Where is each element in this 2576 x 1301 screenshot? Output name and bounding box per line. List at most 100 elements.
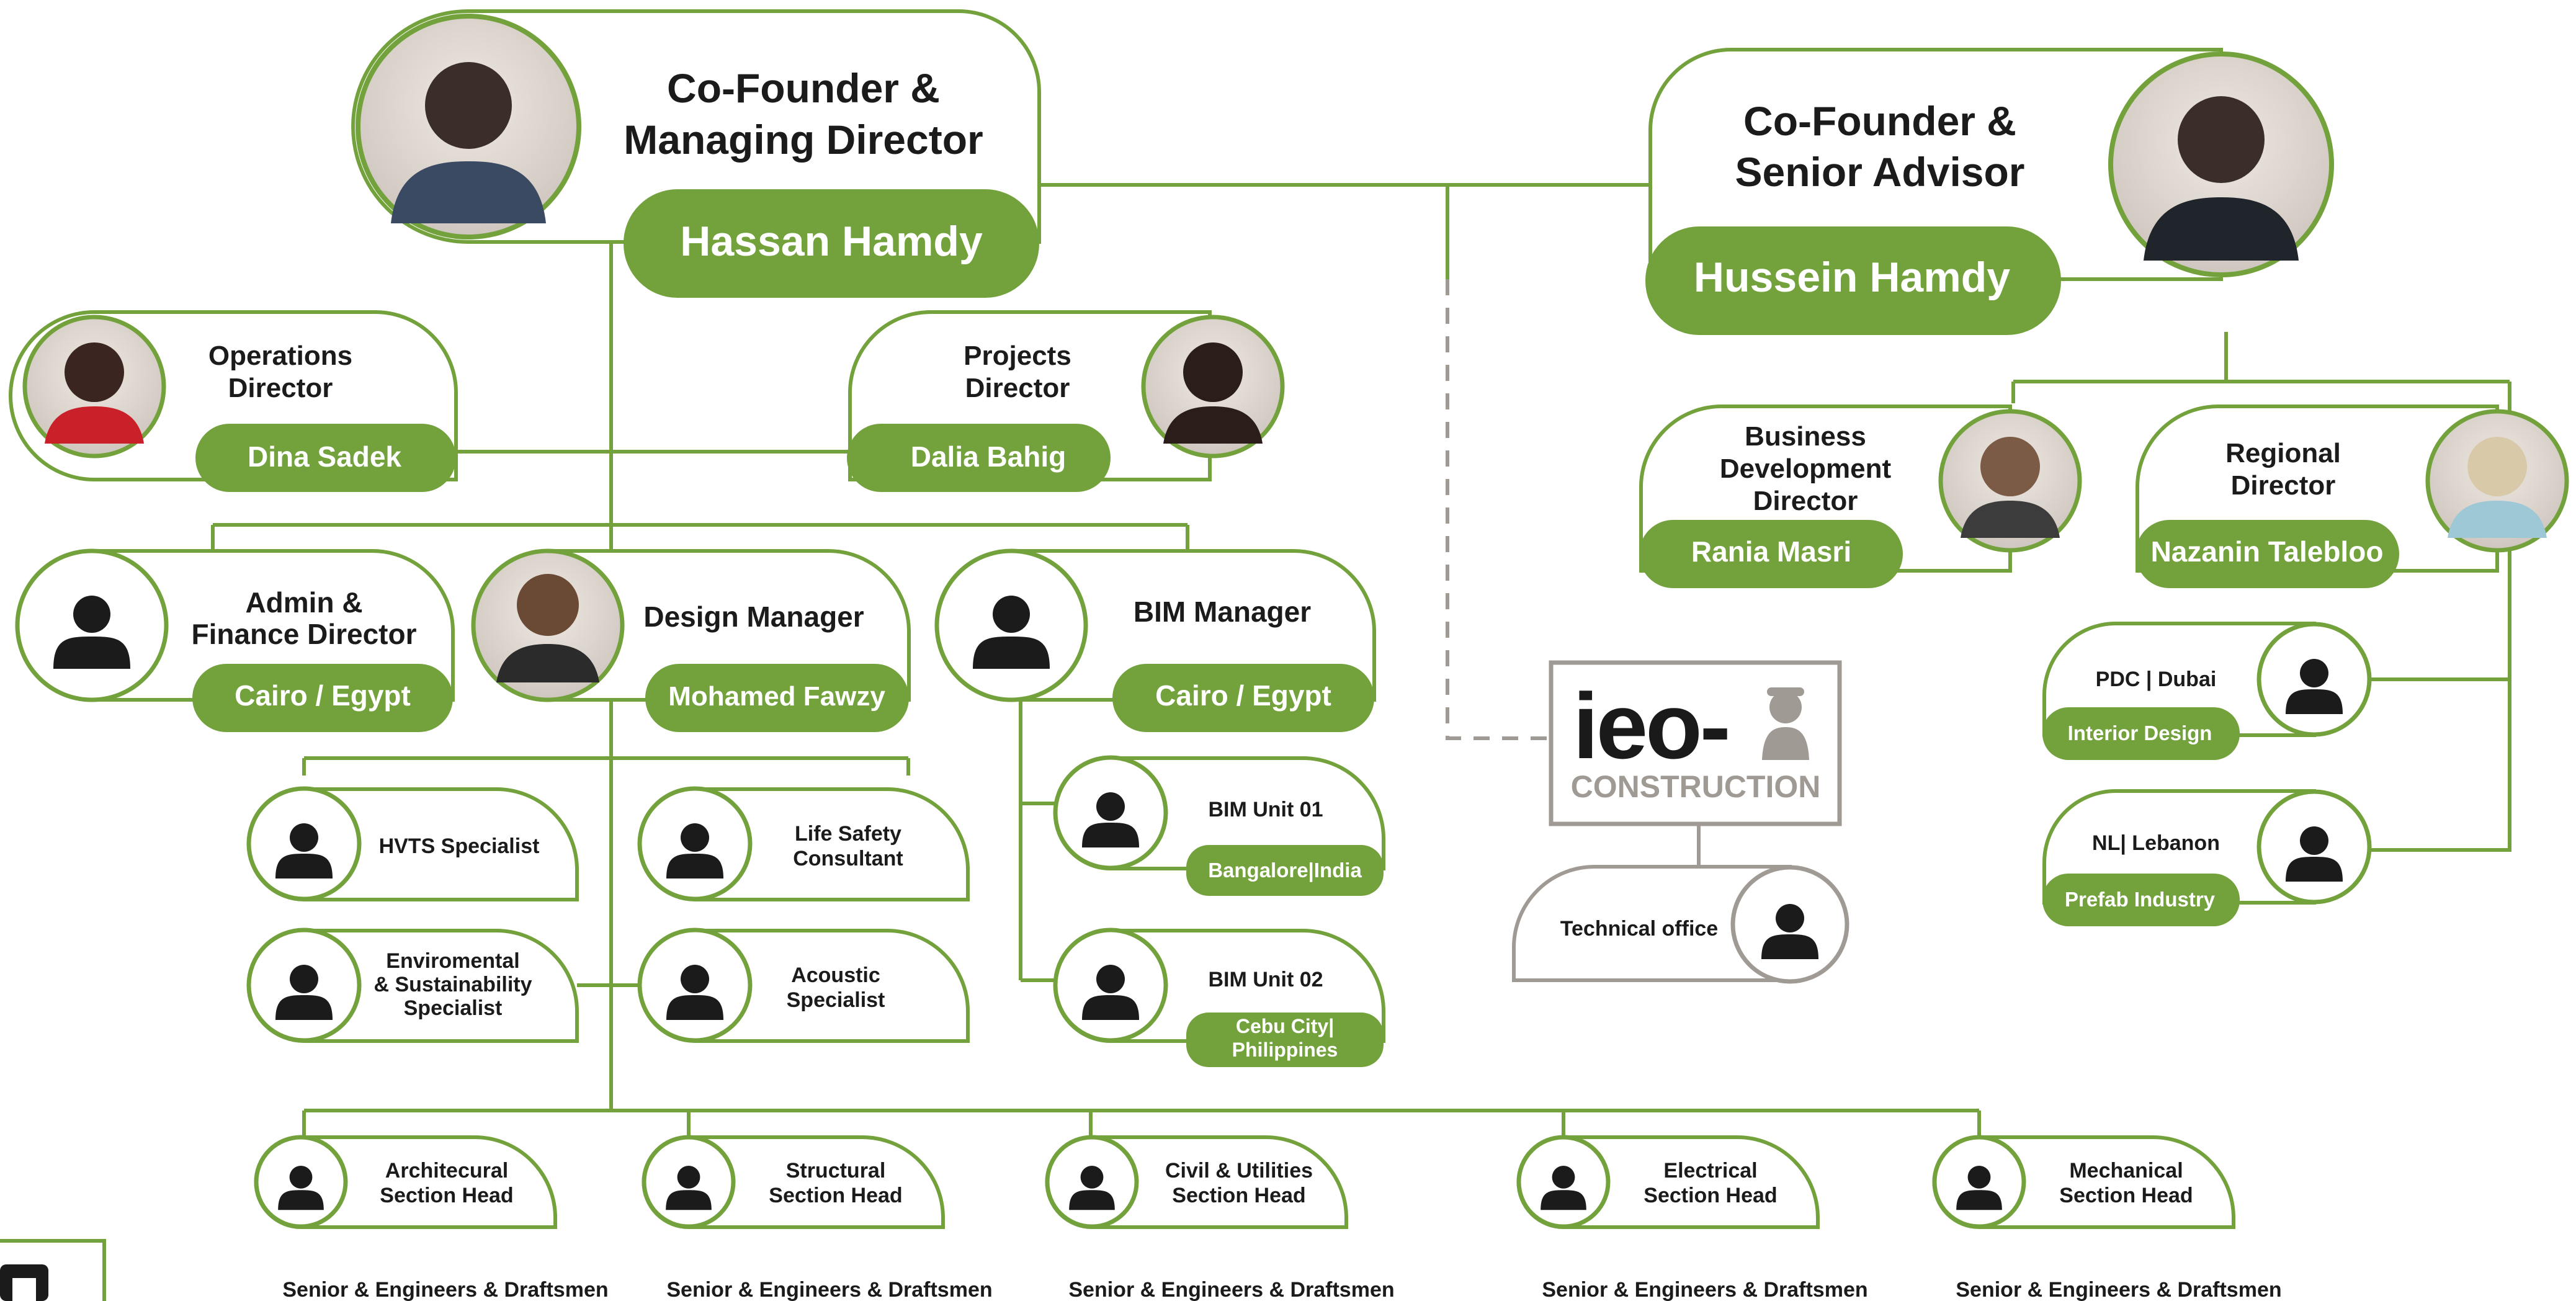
title-line1: Projects <box>964 341 1071 371</box>
name-pill <box>1639 520 1903 588</box>
staff-label: Senior & Engineers & Draftsmen <box>666 1278 992 1301</box>
card-cofounder-advisor: Co-Founder & Senior Advisor Hussein Hamd… <box>1645 48 2334 335</box>
line2: Specialist <box>787 988 885 1012</box>
line1: Architecural <box>385 1159 508 1183</box>
title-line2: Director <box>228 373 333 403</box>
title-line2: Director <box>965 373 1070 403</box>
name-pill <box>624 189 1039 298</box>
card-hvts-specialist: HVTS Specialist <box>246 786 579 901</box>
card-bim-unit-01: BIM Unit 01 Bangalore|India <box>1053 755 1385 896</box>
line3: Specialist <box>404 996 503 1020</box>
line1: HVTS Specialist <box>379 834 540 858</box>
card-bim-manager: BIM Manager Cairo / Egypt <box>934 548 1376 732</box>
card-projects-director: Projects Director Dalia Bahig <box>847 310 1285 492</box>
card-life-safety-consultant: Life Safety Consultant <box>637 786 970 901</box>
line1: Mechanical <box>2069 1159 2183 1183</box>
staff-label: Senior & Engineers & Draftsmen <box>1956 1278 2281 1301</box>
title-line1: Design Manager <box>643 601 864 633</box>
name: Hassan Hamdy <box>680 218 983 265</box>
card-regional-director: Regional Director Nazanin Talebloo <box>2135 405 2569 588</box>
title-line2: Development <box>1720 454 1892 484</box>
card-enviromental-specialist: Enviromental & Sustainability Specialist <box>246 928 579 1043</box>
location-pill <box>1186 845 1384 896</box>
card-operations-director: Operations Director Dina Sadek <box>9 310 458 492</box>
line1: Enviromental <box>386 949 519 973</box>
dashed-connector <box>1446 279 1551 740</box>
title-line1: Operations <box>208 341 352 371</box>
title-line1: Regional <box>2225 438 2341 468</box>
location-line1: Cebu City| <box>1236 1015 1334 1037</box>
card-design-manager: Design Manager Mohamed Fawzy <box>471 548 911 732</box>
line1: Structural <box>786 1159 886 1183</box>
line1: Civil & Utilities <box>1165 1159 1313 1183</box>
line2: Section Head <box>1644 1184 1777 1207</box>
line1: Electrical <box>1663 1159 1757 1183</box>
name: Rania Masri <box>1691 535 1851 568</box>
name-pill <box>1112 664 1374 732</box>
name-pill <box>195 424 456 492</box>
card-section-head-electrical: Electrical Section Head Senior & Enginee… <box>1516 1135 1868 1301</box>
company-logo: ieo- CONSTRUCTION <box>1549 660 1842 826</box>
title: BIM Unit 02 <box>1208 968 1323 991</box>
name: Cairo / Egypt <box>1155 679 1331 712</box>
line2: Section Head <box>1172 1184 1305 1207</box>
staff-label: Senior & Engineers & Draftsmen <box>282 1278 608 1301</box>
card-admin-finance-director: Admin & Finance Director Cairo / Egypt <box>15 548 455 732</box>
line1: Acoustic <box>791 963 880 987</box>
tag: Interior Design <box>2068 722 2212 744</box>
location: Bangalore|India <box>1208 859 1362 882</box>
tag-pill <box>2042 707 2240 760</box>
title-line1: Admin & <box>245 586 362 619</box>
location-pill <box>1186 1013 1384 1067</box>
title-line1: Business <box>1745 421 1866 452</box>
line2: Consultant <box>793 847 903 870</box>
engineer-icon <box>1762 687 1809 760</box>
photo-placeholder <box>391 62 546 223</box>
title: PDC | Dubai <box>2096 668 2217 691</box>
staff-label: Senior & Engineers & Draftsmen <box>1542 1278 1867 1301</box>
card-section-head-architecural: Architecural Section Head Senior & Engin… <box>254 1135 609 1301</box>
logo-word: CONSTRUCTION <box>1571 769 1821 804</box>
logo-mark: ieo- <box>1573 674 1729 778</box>
title-line2: Finance Director <box>192 618 417 650</box>
partial-box-fragment <box>0 1239 106 1301</box>
name: Dina Sadek <box>248 440 401 473</box>
title-line1: Co-Founder & <box>1743 98 2016 144</box>
name: Cairo / Egypt <box>235 679 411 712</box>
card-technical-office: Technical office <box>1512 865 1849 984</box>
card-section-head-civil-utilities: Civil & Utilities Section Head Senior & … <box>1045 1135 1395 1301</box>
line2: Section Head <box>380 1184 513 1207</box>
title-line1: Co-Founder & <box>667 65 940 111</box>
card-cofounder-managing: Co-Founder & Managing Director Hassan Ha… <box>351 9 1041 298</box>
card-nl-lebanon: NL| Lebanon Prefab Industry <box>2042 789 2372 926</box>
name-pill <box>847 424 1111 492</box>
line2: Section Head <box>2059 1184 2193 1207</box>
card-acoustic-specialist: Acoustic Specialist <box>637 928 970 1043</box>
name: Mohamed Fawzy <box>668 681 885 712</box>
photo-placeholder <box>2144 96 2299 261</box>
title-line3: Director <box>1753 486 1858 516</box>
card-section-head-mechanical: Mechanical Section Head Senior & Enginee… <box>1932 1135 2282 1301</box>
card-bim-unit-02: BIM Unit 02 Cebu City| Philippines <box>1053 928 1385 1067</box>
title-line1: BIM Manager <box>1134 596 1311 628</box>
name-pill <box>192 664 453 732</box>
name-pill <box>1645 226 2061 335</box>
label: Technical office <box>1560 917 1718 941</box>
card-pdc-dubai: PDC | Dubai Interior Design <box>2042 622 2372 760</box>
title-line2: Senior Advisor <box>1735 149 2025 195</box>
name: Dalia Bahig <box>911 440 1067 473</box>
tag: Prefab Industry <box>2065 888 2216 911</box>
name-pill <box>2135 520 2399 588</box>
tag-pill <box>2042 874 2240 926</box>
line1: Life Safety <box>795 822 901 846</box>
card-section-head-structural: Structural Section Head Senior & Enginee… <box>642 1135 993 1301</box>
title-line2: Managing Director <box>624 117 983 163</box>
location-line2: Philippines <box>1232 1039 1338 1061</box>
title: NL| Lebanon <box>2092 831 2220 855</box>
card-business-development-director: Business Development Director Rania Masr… <box>1639 405 2082 588</box>
name: Hussein Hamdy <box>1694 254 2010 301</box>
line2: Section Head <box>769 1184 902 1207</box>
title-line2: Director <box>2231 470 2336 501</box>
line2: & Sustainability <box>373 973 532 996</box>
